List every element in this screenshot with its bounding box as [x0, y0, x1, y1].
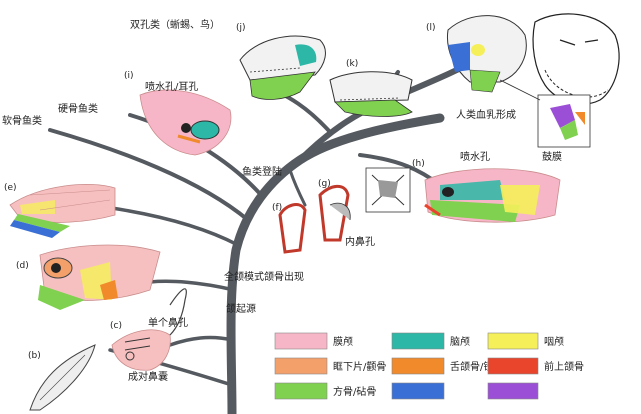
legend-label: 前上颌骨	[544, 360, 584, 373]
label-ear-bones: 鼓膜	[542, 150, 562, 163]
tag-i: (i)	[124, 71, 134, 81]
legend-swatch	[391, 357, 445, 375]
legend-label: 咽颅	[544, 336, 564, 348]
label-placoderms: 硬骨鱼类	[58, 102, 98, 115]
label-paired-nostril: 成对鼻囊	[128, 370, 168, 383]
tag-d: (d)	[16, 261, 29, 271]
tag-l: (l)	[426, 23, 436, 33]
legend-label: 膜颅	[333, 336, 353, 348]
label-jaw-appear: 全颌模式颌骨出现	[224, 270, 304, 283]
color-legend: 膜颅脑颅咽颅眶下片/颧骨舌颌骨/镫骨前上颌骨方骨/砧骨	[274, 332, 584, 400]
legend-swatch	[487, 382, 539, 400]
legend-label: 脑颅	[450, 335, 470, 348]
label-spiracle: 喷水孔	[460, 151, 490, 163]
specimen-c	[111, 288, 187, 371]
legend-label: 方骨/砧骨	[333, 385, 376, 398]
tag-b: (b)	[28, 351, 41, 361]
label-single-nostril: 单个鼻孔	[148, 316, 188, 329]
label-internal-nostril: 内鼻孔	[345, 235, 375, 248]
label-fish-land: 鱼类登陆	[242, 165, 282, 178]
tag-f: (f)	[272, 203, 282, 213]
tag-g: (g)	[318, 179, 331, 189]
tag-h: (h)	[412, 159, 425, 169]
legend-label: 眶下片/颧骨	[333, 360, 386, 373]
specimen-f-g	[278, 167, 411, 254]
label-spiracle-ear: 喷水孔/耳孔	[145, 81, 198, 93]
tag-c: (c)	[110, 321, 122, 331]
legend-swatch	[391, 382, 445, 400]
legend-swatch	[487, 332, 539, 350]
specimen-b	[29, 344, 96, 411]
specimen-l	[446, 13, 620, 105]
tag-j: (j)	[236, 23, 246, 33]
label-mammal-ear: 人类血乳形成	[456, 108, 516, 121]
tag-e: (e)	[4, 183, 17, 193]
specimen-k	[329, 71, 413, 117]
label-diapsids: 双孔类（蜥蜴、鸟）	[130, 18, 220, 31]
legend-swatch	[274, 332, 328, 350]
tag-k: (k)	[346, 59, 358, 69]
legend-swatch	[487, 357, 539, 375]
specimen-d	[38, 244, 161, 310]
legend-swatch	[274, 382, 328, 400]
label-jaw-origin: 颌起源	[226, 302, 256, 315]
ear-bones-inset	[499, 79, 591, 148]
specimen-i	[139, 89, 232, 156]
label-cartilaginous: 软骨鱼类	[2, 114, 42, 127]
specimen-e	[9, 183, 116, 238]
specimen-h	[424, 168, 561, 223]
legend-swatch	[274, 357, 328, 375]
specimen-j	[239, 35, 326, 100]
legend-swatch	[391, 332, 445, 350]
